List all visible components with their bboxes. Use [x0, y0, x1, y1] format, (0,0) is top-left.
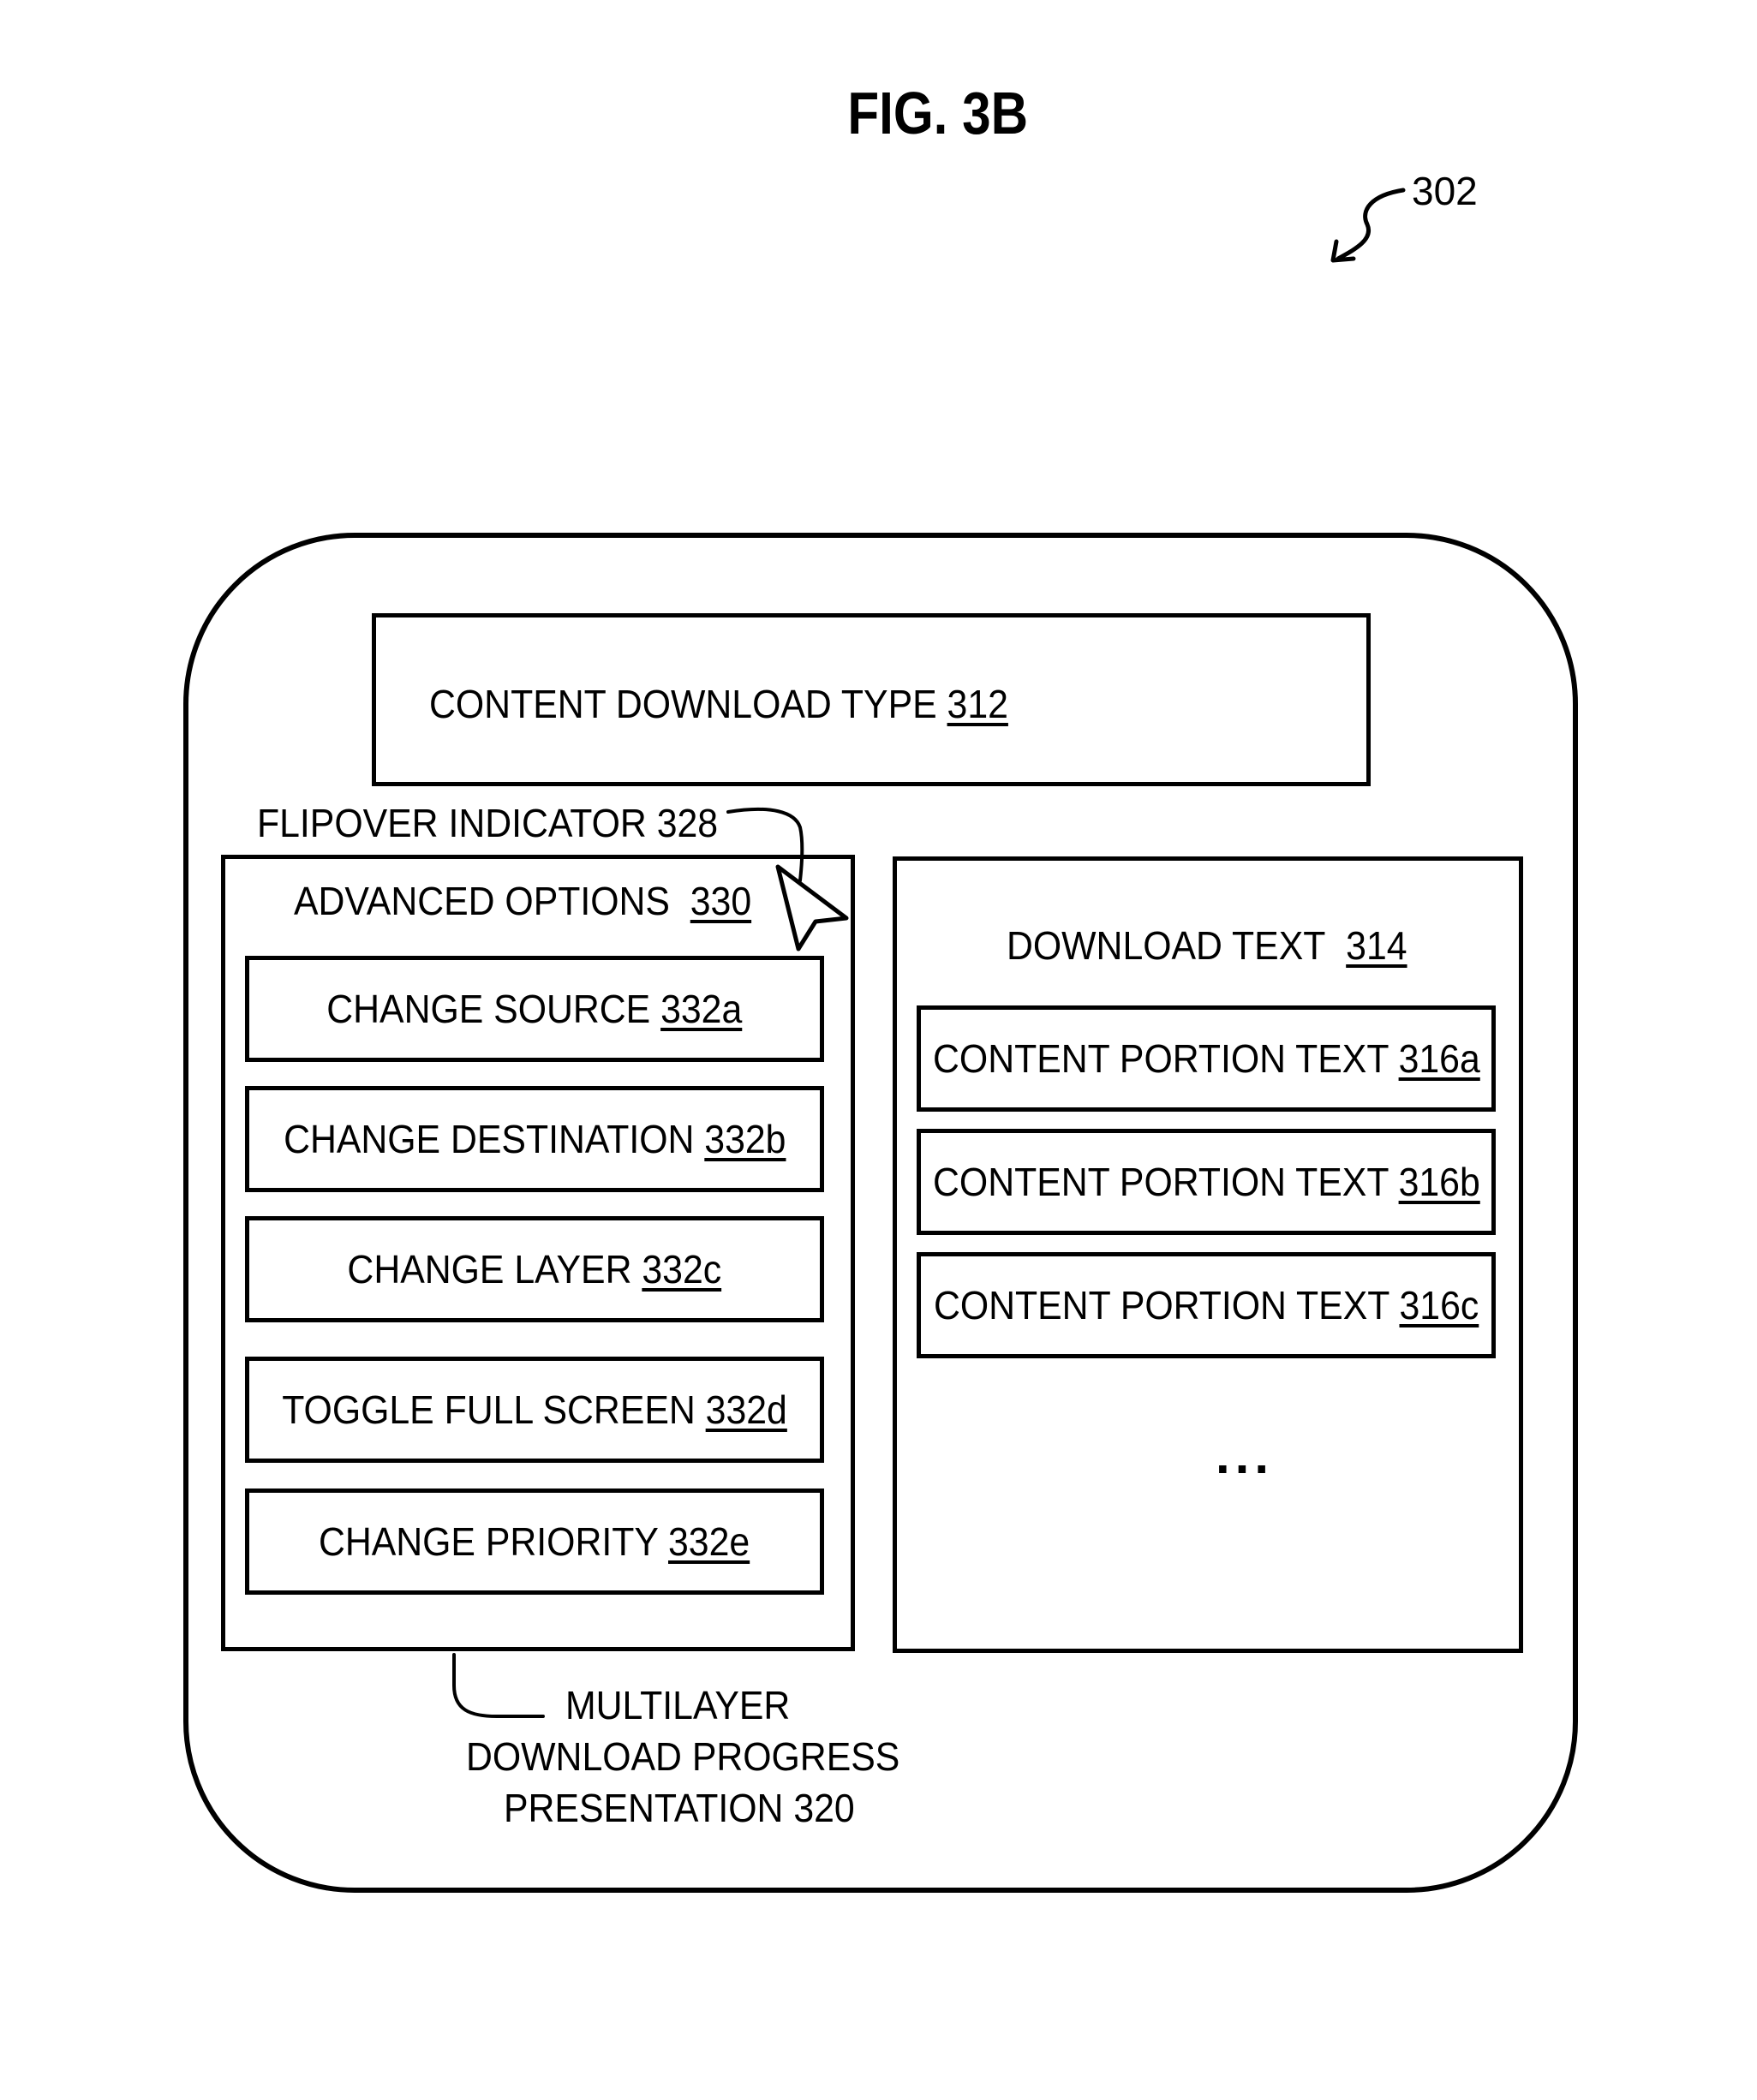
reference-302-arrow — [1338, 190, 1403, 259]
flipover-cursor-icon — [778, 867, 846, 949]
multilayer-leader-line — [454, 1655, 543, 1716]
flipover-leader-line — [728, 809, 802, 880]
